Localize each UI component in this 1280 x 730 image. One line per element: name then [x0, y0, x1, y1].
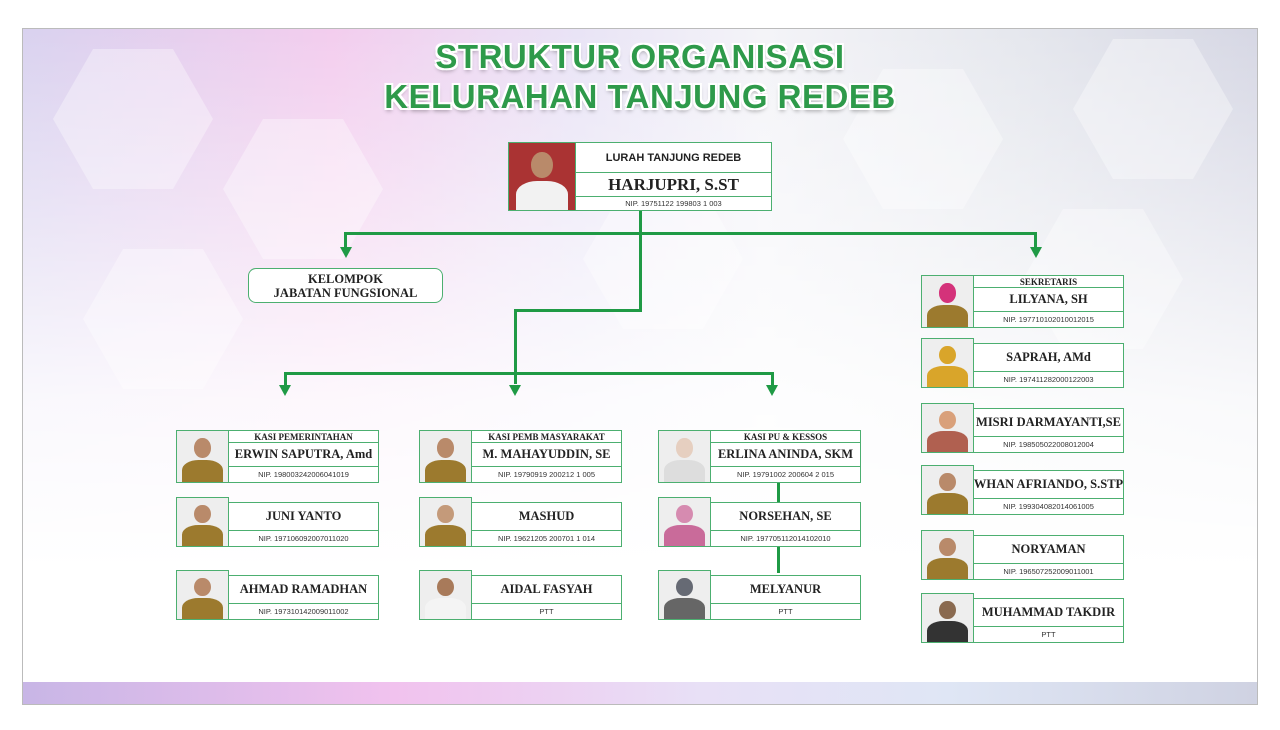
staff-photo	[658, 497, 711, 547]
staff-photo	[921, 465, 974, 515]
staff-card: MISRI DARMAYANTI,SE NIP. 1985050220080120…	[973, 408, 1124, 453]
staff-card: JUNI YANTO NIP. 197106092007011020	[228, 502, 379, 547]
staff-nip: NIP. 197710102010012015	[1003, 315, 1094, 324]
lurah-position: LURAH TANJUNG REDEB	[576, 143, 771, 173]
staff-name: AHMAD RAMADHAN	[229, 576, 378, 604]
staff-card: MELYANUR PTT	[710, 575, 861, 620]
kelompok-line-1: KELOMPOK	[308, 272, 383, 286]
staff-name: MASHUD	[472, 503, 621, 531]
staff-photo	[419, 430, 472, 483]
lurah-card: LURAH TANJUNG REDEB HARJUPRI, S.ST NIP. …	[575, 142, 772, 211]
lurah-photo	[508, 142, 576, 211]
staff-name: NORYAMAN	[974, 536, 1123, 564]
staff-name: M. MAHAYUDDIN, SE	[472, 443, 621, 467]
staff-name: NORSEHAN, SE	[711, 503, 860, 531]
staff-nip: NIP. 197106092007011020	[258, 534, 349, 543]
staff-name: MUHAMMAD TAKDIR	[974, 599, 1123, 627]
connector	[1034, 232, 1037, 248]
staff-nip: NIP. 19790919 200212 1 005	[497, 470, 596, 479]
staff-photo	[176, 497, 229, 547]
staff-nip: PTT	[539, 607, 554, 616]
kelompok-line-2: JABATAN FUNGSIONAL	[273, 286, 418, 300]
staff-position: SEKRETARIS	[974, 276, 1123, 288]
staff-card: AHMAD RAMADHAN NIP. 197310142009011002	[228, 575, 379, 620]
lurah-name: HARJUPRI, S.ST	[576, 173, 771, 197]
connector	[514, 309, 517, 384]
lurah-nip: NIP. 19751122 199803 1 003	[625, 199, 722, 208]
staff-nip: NIP. 199304082014061005	[1003, 502, 1094, 511]
staff-nip: NIP. 197411282000122003	[1003, 375, 1094, 384]
staff-name: ERLINA ANINDA, SKM	[711, 443, 860, 467]
staff-photo	[921, 403, 974, 453]
title-line-1: STRUKTUR ORGANISASI	[435, 38, 845, 75]
staff-position: KASI PEMB MASYARAKAT	[472, 431, 621, 443]
connector	[514, 309, 642, 312]
staff-photo	[658, 570, 711, 620]
staff-card: NORYAMAN NIP. 196507252009011001	[973, 535, 1124, 580]
staff-card: MASHUD NIP. 19621205 200701 1 014	[471, 502, 622, 547]
staff-nip: NIP. 197310142009011002	[258, 607, 349, 616]
arrow-down-icon	[509, 385, 521, 396]
staff-nip: NIP. 197705112014102010	[740, 534, 831, 543]
staff-photo	[921, 275, 974, 328]
arrow-down-icon	[279, 385, 291, 396]
staff-name: MISRI DARMAYANTI,SE	[974, 409, 1123, 437]
staff-photo	[176, 430, 229, 483]
staff-photo	[419, 570, 472, 620]
staff-card: MUHAMMAD TAKDIR PTT	[973, 598, 1124, 643]
staff-name: MELYANUR	[711, 576, 860, 604]
staff-name: AIDAL FASYAH	[472, 576, 621, 604]
staff-photo	[921, 530, 974, 580]
staff-position: KASI PEMERINTAHAN	[229, 431, 378, 443]
connector	[771, 372, 774, 386]
arrow-down-icon	[1030, 247, 1042, 258]
staff-card: NORSEHAN, SE NIP. 197705112014102010	[710, 502, 861, 547]
staff-name: WHAN AFRIANDO, S.STP	[974, 471, 1123, 499]
connector	[345, 232, 1037, 235]
staff-photo	[921, 338, 974, 388]
staff-photo	[419, 497, 472, 547]
connector	[284, 372, 287, 386]
staff-card: WHAN AFRIANDO, S.STP NIP. 199304082014061…	[973, 470, 1124, 515]
staff-nip: NIP. 19791002 200604 2 015	[736, 470, 835, 479]
arrow-down-icon	[340, 247, 352, 258]
connector	[284, 372, 774, 375]
connector	[639, 211, 642, 311]
staff-nip: PTT	[1041, 630, 1056, 639]
staff-nip: NIP. 198505022008012004	[1003, 440, 1094, 449]
staff-photo	[921, 593, 974, 643]
staff-nip: NIP. 19621205 200701 1 014	[497, 534, 596, 543]
title-line-2: KELURAHAN TANJUNG REDEB	[384, 78, 896, 115]
staff-name: ERWIN SAPUTRA, Amd	[229, 443, 378, 467]
kelompok-jabatan-fungsional: KELOMPOK JABATAN FUNGSIONAL	[248, 268, 443, 303]
staff-name: LILYANA, SH	[974, 288, 1123, 312]
staff-card: AIDAL FASYAH PTT	[471, 575, 622, 620]
connector	[344, 232, 347, 248]
staff-nip: PTT	[778, 607, 793, 616]
staff-photo	[658, 430, 711, 483]
staff-nip: NIP. 198003242006041019	[258, 470, 349, 479]
staff-photo	[176, 570, 229, 620]
staff-name: SAPRAH, AMd	[974, 344, 1123, 372]
staff-name: JUNI YANTO	[229, 503, 378, 531]
arrow-down-icon	[766, 385, 778, 396]
staff-position: KASI PU & KESSOS	[711, 431, 860, 443]
staff-nip: NIP. 196507252009011001	[1003, 567, 1094, 576]
